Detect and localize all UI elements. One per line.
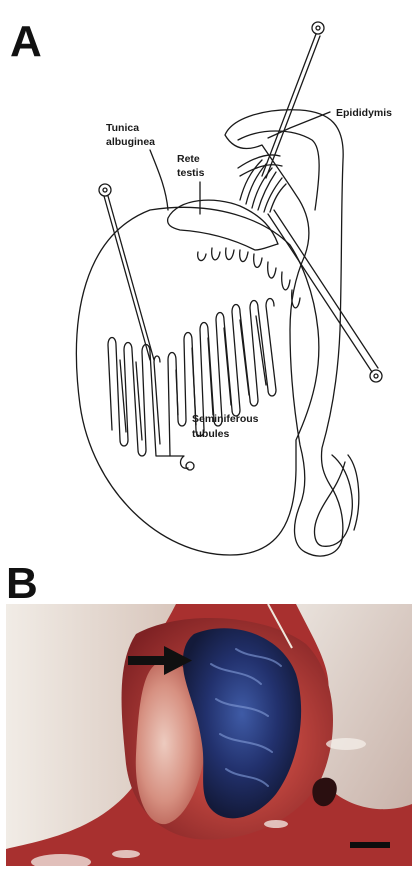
leader-tunica — [150, 150, 168, 210]
label-rete-1: Rete — [177, 153, 200, 165]
label-seminiferous-1: Seminiferous — [192, 413, 259, 425]
label-epididymis: Epididymis — [336, 107, 392, 119]
dissection-photo — [6, 604, 412, 866]
top-needle — [262, 34, 320, 178]
top-needle-loop — [312, 22, 324, 34]
label-tunica-2: albuginea — [106, 136, 155, 148]
left-needle-loop — [99, 184, 111, 196]
label-seminiferous-2: tubules — [192, 428, 229, 440]
testis-diagram: Tunica albuginea Rete testis Epididymis … — [0, 0, 418, 600]
seminiferous-tubules — [168, 299, 276, 469]
long-needle — [268, 210, 378, 372]
efferent-ducts — [240, 160, 286, 212]
epididymis-tail-loop — [315, 455, 353, 546]
long-needle-loop — [370, 370, 382, 382]
scale-bar — [350, 842, 390, 848]
tunica-albuginea-outline — [76, 207, 318, 555]
label-tunica-1: Tunica — [106, 122, 139, 134]
label-rete-2: testis — [177, 167, 205, 179]
panel-b-label: B — [6, 562, 38, 606]
tubule-fringe — [198, 248, 300, 308]
tubule-end-dot — [186, 462, 194, 470]
